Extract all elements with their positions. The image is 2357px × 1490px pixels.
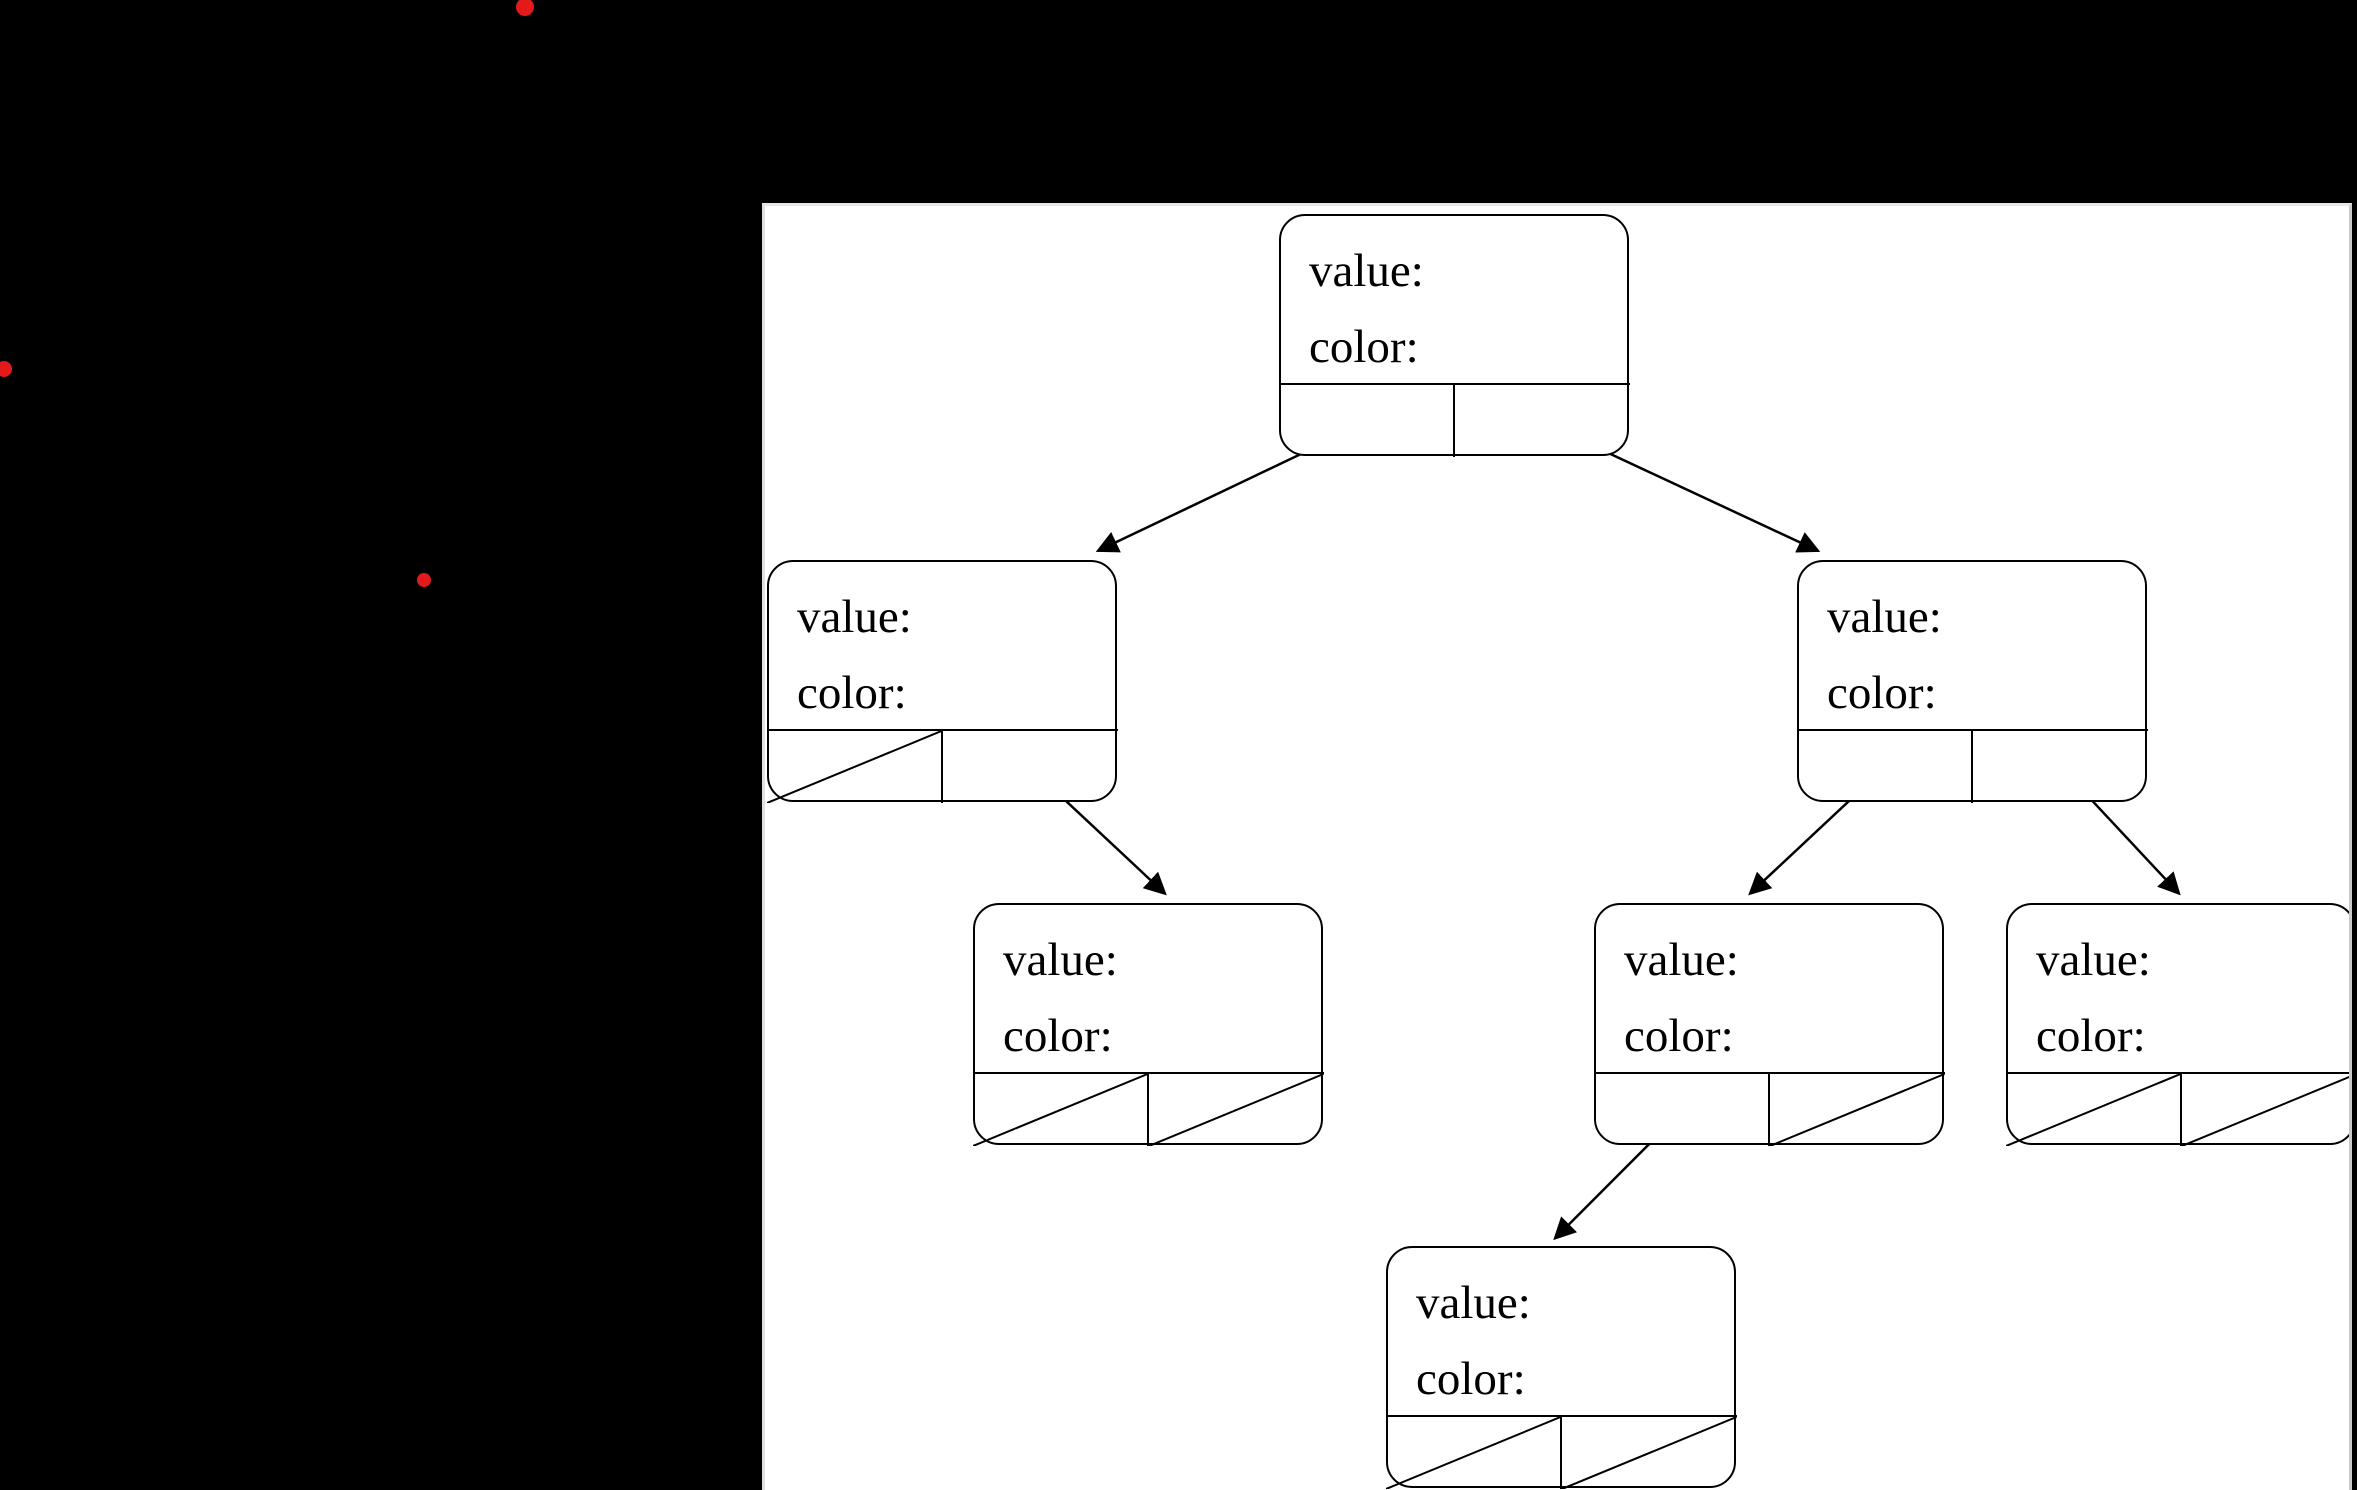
node-value-label: value: [1309,245,1424,297]
node-right-pointer-cell[interactable] [1768,1073,1945,1146]
node-root[interactable]: value: color: [1278,214,1630,457]
marker-dot-top [516,0,534,16]
marker-dot-middle [417,573,431,587]
node-leaf-d[interactable]: value: color: [1385,1246,1737,1489]
node-value-label: value: [2036,934,2151,986]
node-right-pointer-cell[interactable] [1453,384,1630,457]
node-left-pointer-cell[interactable] [1386,1417,1561,1489]
node-pointer-row [766,728,1118,803]
node-fields: value: color: [2008,905,2349,1062]
node-left-pointer-cell[interactable] [1594,1074,1769,1146]
node-left-pointer-cell[interactable] [973,1074,1148,1146]
node-right-pointer-cell[interactable] [941,730,1118,803]
node-right-pointer-cell[interactable] [1971,730,2148,803]
node-value-label: value: [1003,934,1118,986]
null-pointer-slash-icon [767,731,942,803]
node-color-label: color: [2036,1010,2146,1062]
node-leaf-c[interactable]: value: color: [2005,903,2352,1146]
null-pointer-slash-icon [2182,1074,2352,1146]
node-fields: value: color: [1281,216,1627,373]
node-color-label: color: [1827,667,1937,719]
node-fields: value: color: [975,905,1321,1062]
diagram-panel: value:color:value:color:value:color:valu… [762,203,2352,1490]
node-pointer-row [1278,382,1630,457]
node-fields: value: color: [1799,562,2145,719]
marker-dot-left [0,361,12,377]
node-left-pointer-cell[interactable] [767,731,942,803]
node-color-label: color: [1624,1010,1734,1062]
node-pointer-row [1385,1414,1737,1489]
null-pointer-slash-icon [1386,1417,1561,1489]
node-value-label: value: [1624,934,1739,986]
node-right-child[interactable]: value: color: [1796,560,2148,803]
node-color-label: color: [1309,321,1419,373]
node-leaf-a[interactable]: value: color: [972,903,1324,1146]
null-pointer-slash-icon [1770,1074,1945,1146]
null-pointer-slash-icon [2006,1074,2181,1146]
node-right-pointer-cell[interactable] [1147,1073,1324,1146]
node-right-pointer-cell[interactable] [2180,1073,2352,1146]
node-pointer-row [1796,728,2148,803]
null-pointer-slash-icon [973,1074,1148,1146]
node-color-label: color: [1003,1010,1113,1062]
node-left-pointer-cell[interactable] [1797,731,1972,803]
node-left-pointer-cell[interactable] [1279,385,1454,457]
node-color-label: color: [1416,1353,1526,1405]
node-value-label: value: [1416,1277,1531,1329]
node-left-child[interactable]: value: color: [766,560,1118,803]
null-pointer-slash-icon [1562,1417,1737,1489]
node-value-label: value: [1827,591,1942,643]
node-fields: value: color: [1388,1248,1734,1405]
node-right-pointer-cell[interactable] [1560,1416,1737,1489]
node-pointer-row [1593,1071,1945,1146]
null-pointer-slash-icon [1149,1074,1324,1146]
node-left-pointer-cell[interactable] [2006,1074,2181,1146]
node-leaf-b[interactable]: value: color: [1593,903,1945,1146]
node-fields: value: color: [1596,905,1942,1062]
node-color-label: color: [797,667,907,719]
node-pointer-row [972,1071,1324,1146]
node-fields: value: color: [769,562,1115,719]
node-pointer-row [2005,1071,2352,1146]
node-value-label: value: [797,591,912,643]
